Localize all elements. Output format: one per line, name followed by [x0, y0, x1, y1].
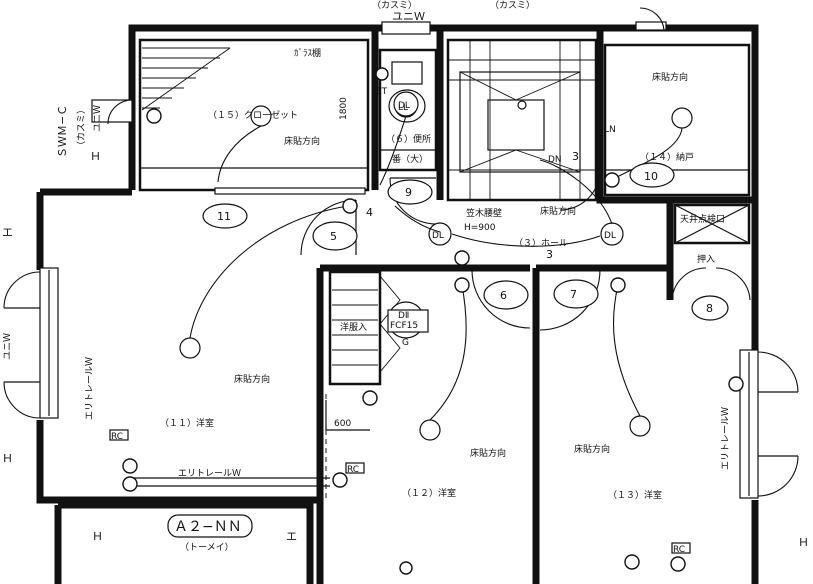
hall-label: （３）ホール [514, 238, 568, 249]
rail-bottom: エリトレールＷ [178, 469, 241, 479]
thin-walls [138, 38, 751, 431]
window-top-center: ユニＷ [392, 10, 425, 23]
closet-light-top: DⅡ [398, 311, 409, 321]
r11-floor: 床貼方向 [234, 373, 270, 385]
r14-label: （１４）納戸 [640, 151, 694, 163]
closet-light-box [387, 309, 429, 333]
r14-floor: 床貼方向 [652, 71, 688, 83]
r14-badge: 10 [644, 170, 658, 183]
r15-label: （１５）クローゼット [208, 109, 298, 121]
window-left-side: ユニＷ [3, 333, 13, 360]
staircase [446, 38, 598, 202]
balcony-h-right: エ [286, 530, 297, 543]
r13-label: （１３）洋室 [608, 489, 662, 501]
labels: （カスミ） （カスミ） ユニＷ ＳＷＭ−Ｃ （カスミ） ユニＷ Ｈ 1800 （… [2, 0, 809, 555]
door-badges [202, 162, 729, 321]
r11-badge: 11 [217, 210, 231, 223]
mark-dn-num: 3 [572, 150, 579, 163]
window-left-vertical2: （カスミ） [76, 105, 87, 150]
rc-r12: RC [347, 465, 359, 475]
toilet-fixture: LL [398, 103, 408, 113]
r12-floor: 床貼方向 [470, 447, 506, 459]
balcony-h-left: Ｈ [92, 530, 103, 543]
toilet-label: （６）便所 [386, 133, 431, 145]
balcony-sub: （トーメイ） [180, 542, 234, 553]
window-left-vertical3: ユニＷ [93, 105, 103, 132]
rail-right: エリトレールＷ [721, 407, 731, 470]
r15-storage: ｶﾞﾗｽ棚 [294, 47, 321, 59]
toilet-wc: 番（大） [392, 153, 428, 165]
dl-toilet: DL [398, 101, 410, 111]
window-left-vertical: ＳＷＭ−Ｃ [56, 105, 69, 158]
balcony-code: Ａ２−ＮＮ [174, 519, 242, 535]
left-e: エ [2, 226, 13, 239]
r11-label: （１１）洋室 [160, 417, 214, 429]
hall-floor: 床貼方向 [540, 205, 576, 217]
closet-light-g: G [402, 338, 409, 348]
windows [39, 21, 759, 499]
closet-label: 洋服入 [340, 321, 367, 333]
h-left: Ｈ [90, 150, 101, 163]
r12-label: （１２）洋室 [402, 487, 456, 499]
dl-left: DL [432, 231, 444, 241]
sash-arcs [3, 7, 799, 497]
window-top-right: （カスミ） [490, 0, 535, 11]
toilet-et: ET [376, 87, 388, 97]
mark-ln: LN [604, 125, 616, 135]
handrail-height: H=900 [464, 223, 496, 233]
size-600: 600 [334, 419, 351, 429]
storage-label: 押入 [697, 253, 715, 265]
door-8: 8 [706, 302, 713, 315]
door-7: 7 [570, 288, 577, 301]
door-4: 4 [366, 206, 373, 219]
closet-number: 1800 [339, 97, 349, 120]
closet-light-code: FCF15 [390, 321, 418, 331]
wardrobe-hatch [332, 275, 401, 373]
handrail-label: 笠木腰壁 [466, 207, 502, 219]
r15-floor: 床貼方向 [284, 135, 320, 147]
r13-floor: 床貼方向 [574, 443, 610, 455]
mark-dn: DN [548, 155, 562, 165]
rail-left: エリトレールＷ [85, 357, 95, 420]
storage-ceiling: 天井点検口 [680, 213, 725, 225]
door-3: 3 [546, 248, 553, 261]
window-top-left: （カスミ） [372, 0, 417, 11]
left-h: Ｈ [2, 452, 13, 465]
door-9: 9 [405, 186, 412, 199]
wiring [130, 115, 683, 500]
rc-r13: RC [673, 545, 685, 555]
closet-shelf-hatch [141, 47, 231, 111]
dl-right: DL [604, 231, 616, 241]
rc-boxes [109, 429, 691, 554]
outlets [122, 67, 744, 575]
door-6: 6 [500, 289, 507, 302]
right-h: Ｈ [798, 536, 809, 549]
door-5: 5 [330, 230, 337, 243]
balcony-code-box [167, 514, 253, 538]
rc-r11: RC [111, 432, 123, 442]
